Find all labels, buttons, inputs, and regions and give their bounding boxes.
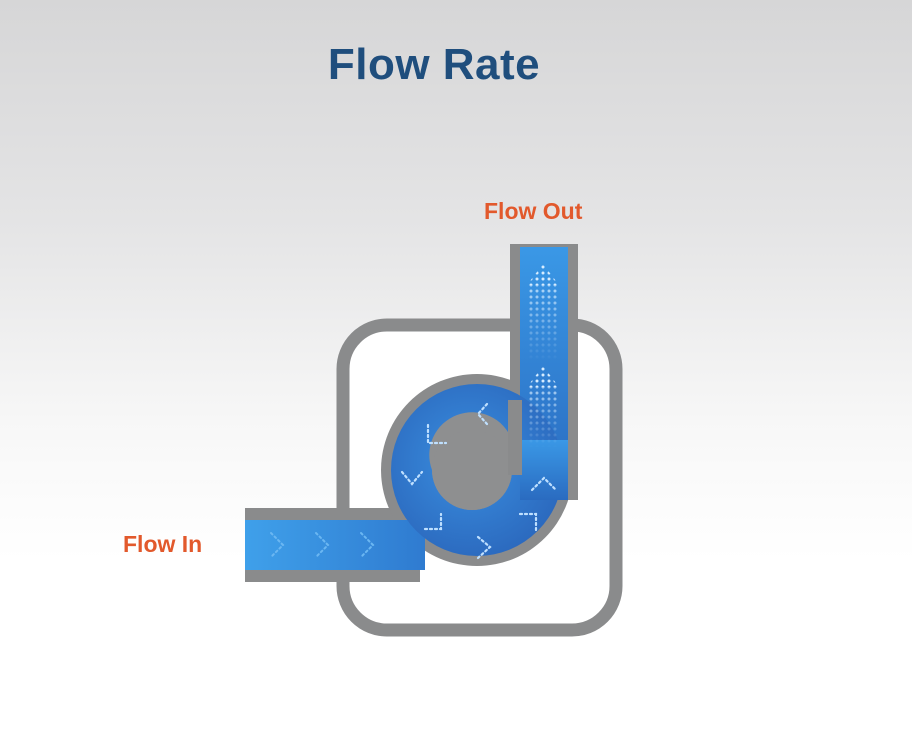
inlet-water <box>245 520 425 570</box>
outlet-flow-dots-upper <box>527 264 559 360</box>
flow-in-label: Flow In <box>123 531 203 557</box>
page-title: Flow Rate <box>327 40 541 89</box>
outlet-flow-dots-lower <box>527 366 559 447</box>
inlet-flow-chevrons <box>270 532 375 558</box>
volute-flow-chevrons <box>400 402 558 560</box>
flow-out-label: Flow Out <box>484 198 583 224</box>
